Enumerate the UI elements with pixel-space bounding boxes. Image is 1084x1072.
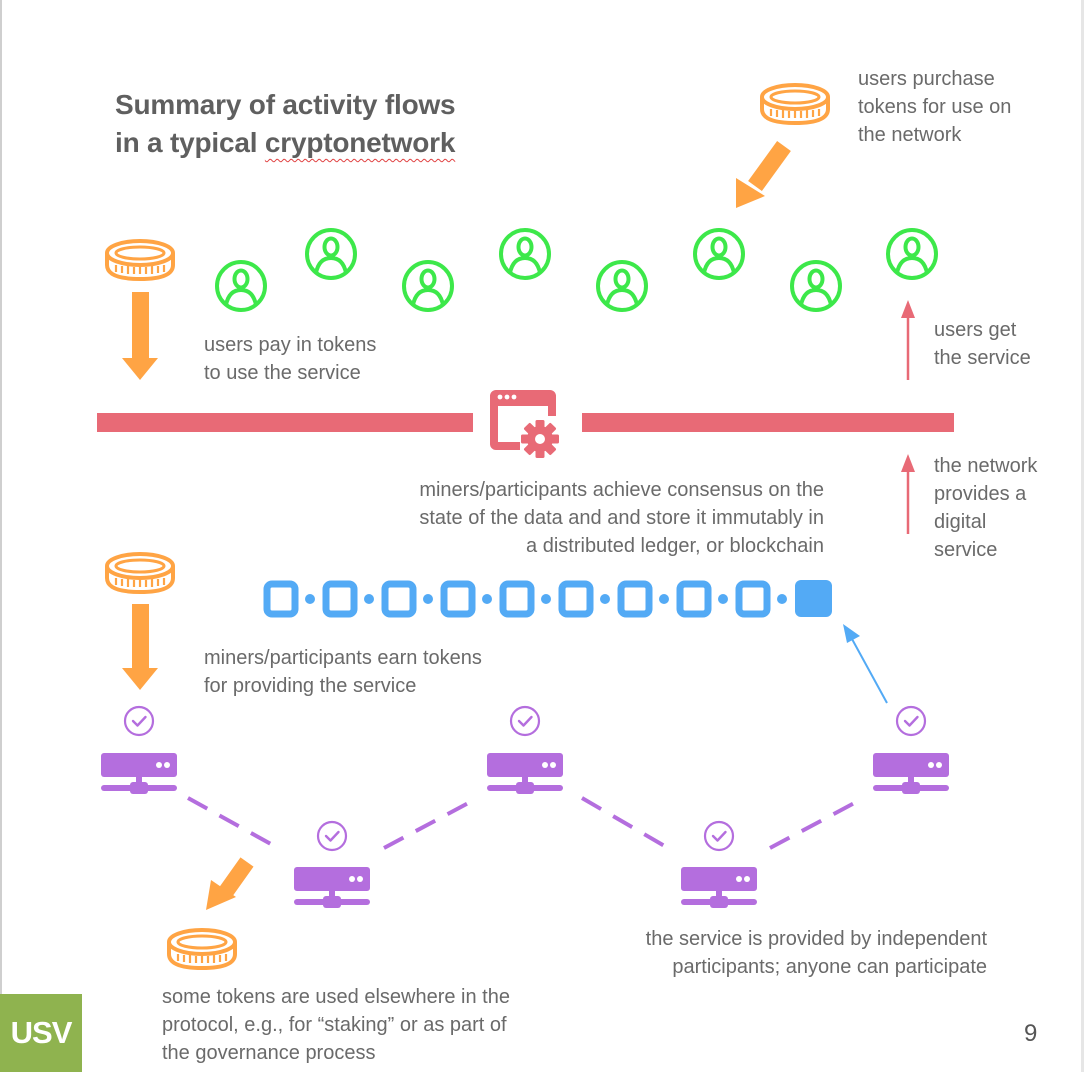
label-independent-participants: the service is provided by independent p… (560, 925, 987, 981)
users-row (215, 228, 938, 312)
coin-icon (105, 239, 175, 281)
coin-icon (760, 83, 830, 125)
label-line: miners/participants earn tokens (204, 647, 482, 669)
label-line: protocol, e.g., for “staking” or as part… (162, 1014, 507, 1036)
new-block-icon (795, 580, 832, 617)
coin-icon (167, 928, 237, 970)
server-icon (294, 867, 370, 908)
block-icon (326, 584, 354, 614)
label-line: to use the service (204, 362, 361, 384)
purchase-arrow (736, 141, 791, 208)
server-icon (681, 867, 757, 908)
label-users-pay: users pay in tokens to use the service (204, 331, 376, 387)
label-line: tokens for use on (858, 96, 1012, 118)
block-icon (680, 584, 708, 614)
label-network-provides: the network provides a digital service (934, 452, 1037, 564)
label-miners-earn: miners/participants earn tokens for prov… (204, 644, 482, 700)
page-number: 9 (1024, 1020, 1038, 1047)
blockchain (267, 580, 832, 617)
label-line: the service is provided by independent (645, 928, 987, 950)
block-icon (267, 584, 295, 614)
network-provides-arrow (901, 454, 915, 534)
server-node (487, 705, 563, 794)
app-window-gear-icon (490, 390, 559, 458)
user-icon (596, 260, 648, 312)
label-users-purchase: users purchase tokens for use on the net… (858, 65, 1011, 149)
check-circle-icon (509, 705, 541, 737)
service-bar-left (97, 413, 473, 432)
server-node (873, 705, 949, 794)
block-icon (503, 584, 531, 614)
user-icon (886, 228, 938, 280)
label-staking: some tokens are used elsewhere in the pr… (162, 983, 510, 1067)
label-line: a distributed ledger, or blockchain (526, 535, 824, 557)
server-node (101, 705, 177, 794)
label-line: some tokens are used elsewhere in the (162, 986, 510, 1008)
block-icon (621, 584, 649, 614)
title-line-2: in a typical cryptonetwork (115, 124, 455, 162)
server-icon (487, 753, 563, 794)
network-links (187, 796, 861, 850)
label-line: users get (934, 319, 1017, 341)
block-icon (385, 584, 413, 614)
block-icon (739, 584, 767, 614)
server-node (294, 820, 370, 908)
slide-border-left (0, 0, 2, 1072)
check-circle-icon (703, 820, 735, 852)
check-circle-icon (123, 705, 155, 737)
label-line: participants; anyone can participate (672, 956, 987, 978)
block-icon (562, 584, 590, 614)
server-icon (101, 753, 177, 794)
label-line: the network (858, 124, 962, 146)
coin-icon (105, 552, 175, 594)
label-line: users purchase (858, 68, 995, 90)
label-line: state of the data and and store it immut… (419, 507, 824, 529)
slide-title: Summary of activity flows in a typical c… (115, 86, 456, 162)
user-icon (790, 260, 842, 312)
user-icon (499, 228, 551, 280)
users-get-arrow (901, 300, 915, 380)
label-line: miners/participants achieve consensus on… (419, 479, 824, 501)
user-icon (215, 260, 267, 312)
check-circle-icon (895, 705, 927, 737)
server-icon (873, 753, 949, 794)
usv-logo: USV (0, 994, 82, 1072)
label-line: for providing the service (204, 675, 417, 697)
slide-border-right (1081, 0, 1084, 1072)
block-icon (444, 584, 472, 614)
user-icon (305, 228, 357, 280)
server-node (681, 820, 757, 908)
new-block-arrow (843, 624, 888, 704)
staking-arrow (206, 857, 254, 910)
label-line: digital (934, 511, 987, 533)
label-line: the governance process (162, 1042, 376, 1064)
title-spellcheck-word: cryptonetwork (264, 127, 456, 158)
label-users-get: users get the service (934, 316, 1031, 372)
user-icon (402, 260, 454, 312)
label-line: the service (934, 347, 1031, 369)
user-icon (693, 228, 745, 280)
pay-arrow (122, 292, 158, 380)
label-consensus: miners/participants achieve consensus on… (340, 476, 824, 560)
service-bar-right (582, 413, 954, 432)
title-line-1: Summary of activity flows (115, 89, 456, 120)
title-line-2-prefix: in a typical (115, 127, 265, 158)
label-line: service (934, 539, 998, 561)
check-circle-icon (316, 820, 348, 852)
earn-arrow (122, 604, 158, 690)
label-line: provides a (934, 483, 1027, 505)
label-line: users pay in tokens (204, 334, 377, 356)
label-line: the network (934, 455, 1038, 477)
